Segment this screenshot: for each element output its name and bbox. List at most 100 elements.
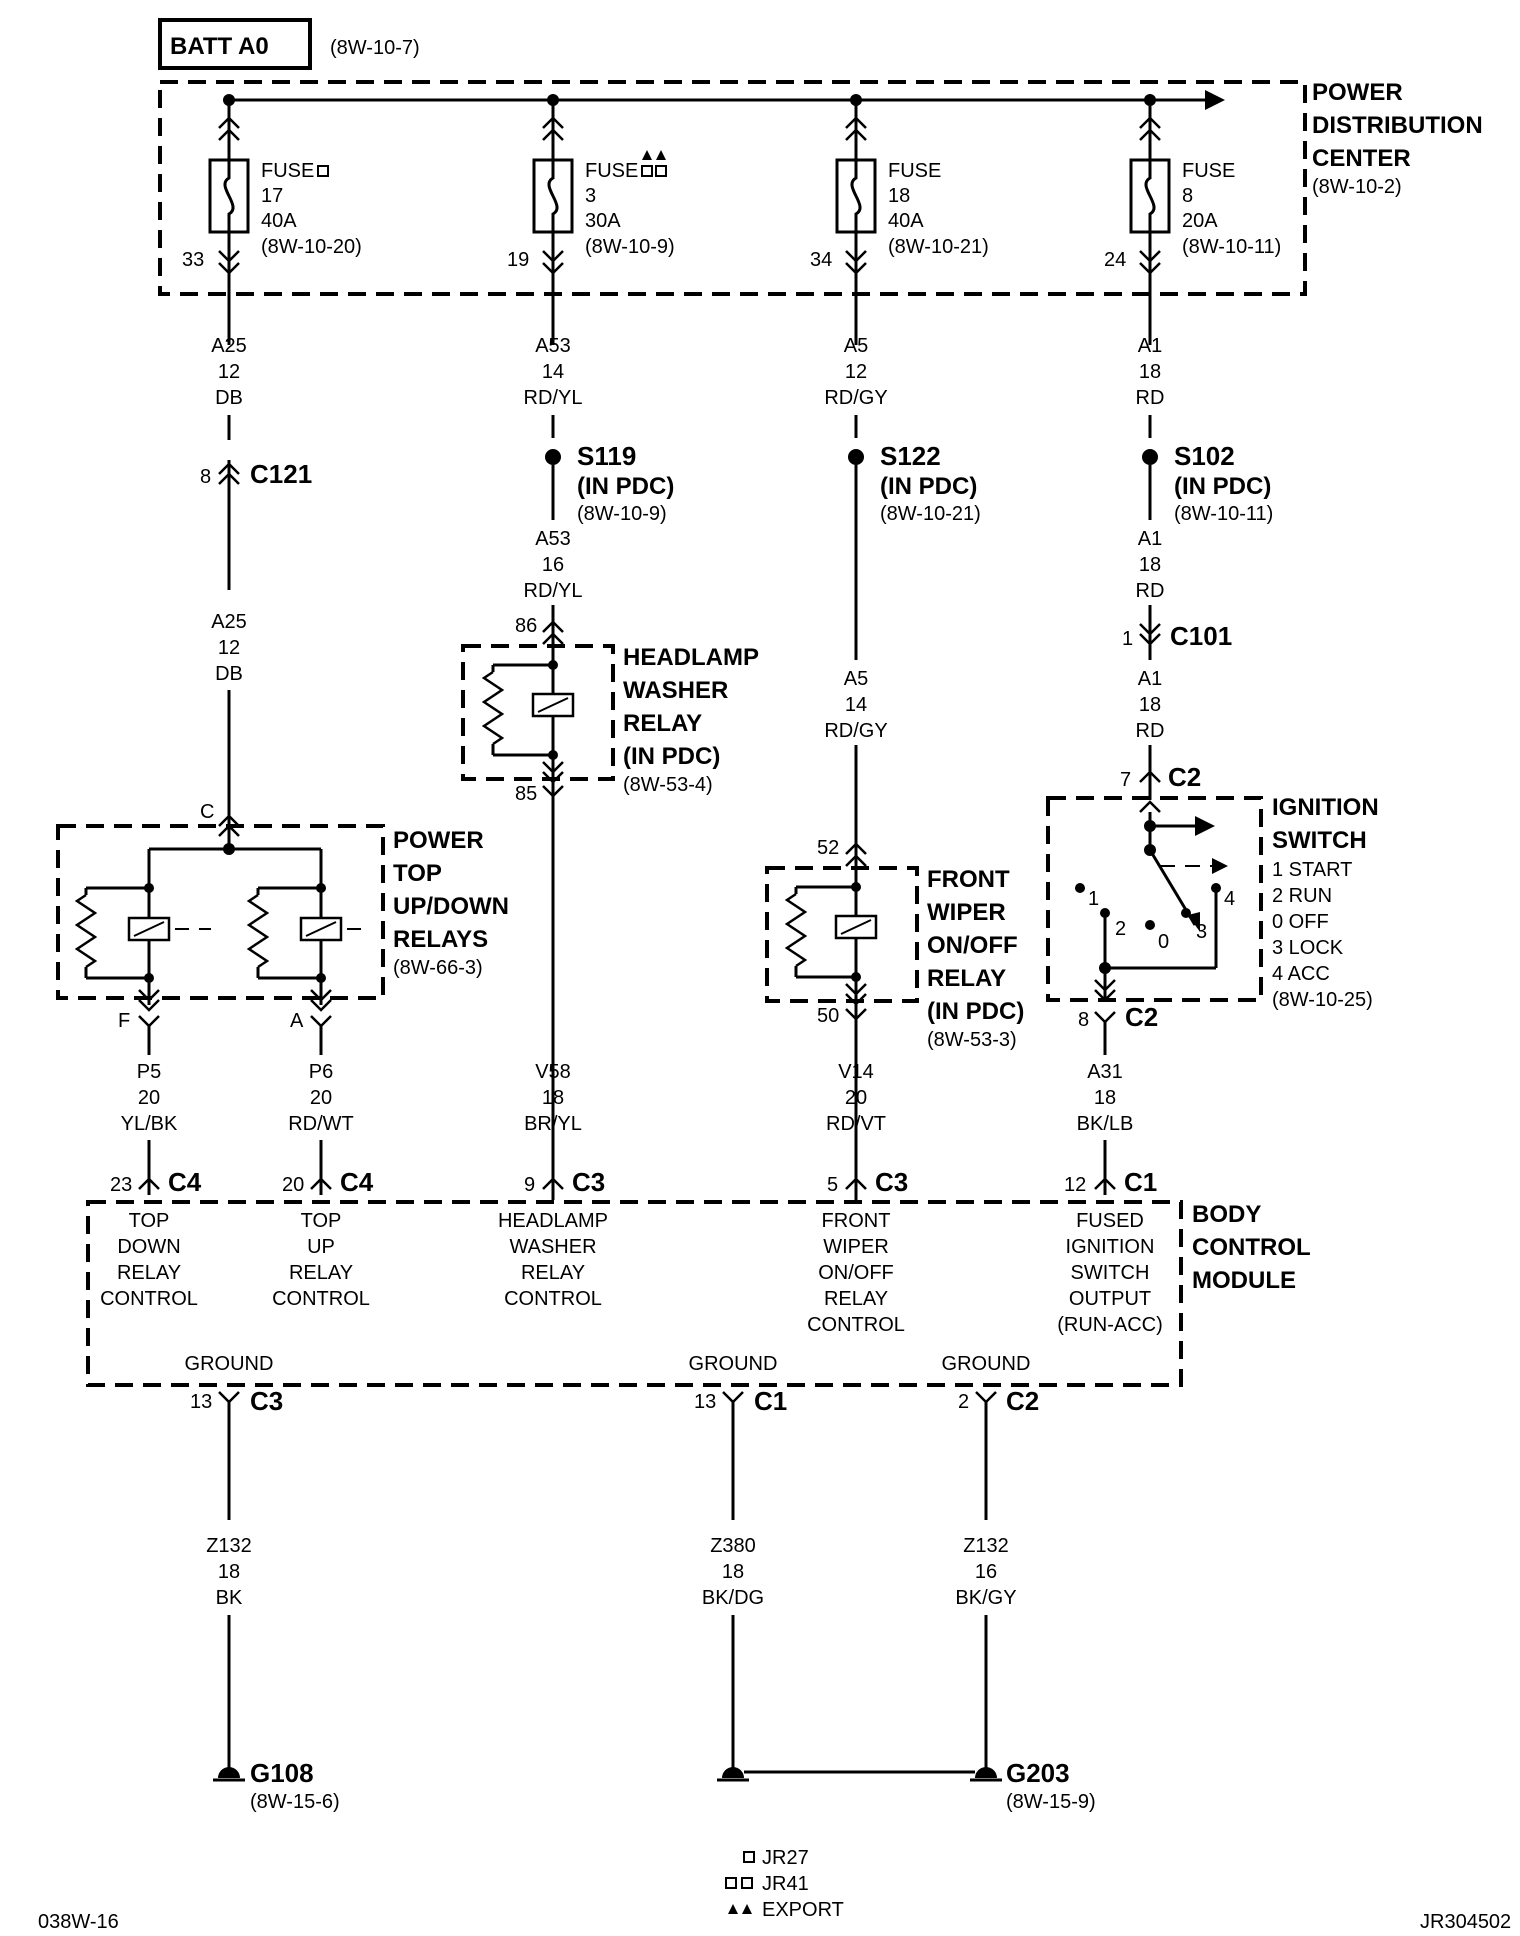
svg-text:5: 5 (827, 1174, 838, 1196)
hl-relay-pin-in: 86 (515, 615, 537, 637)
splice-s102-ref: (8W-10-11) (1174, 503, 1273, 525)
jr41-marker-icon (641, 165, 653, 177)
ign-conn-out: C2 (1125, 1002, 1158, 1032)
hl-relay-ref: (8W-53-4) (623, 774, 713, 796)
hl-relay-title-1: HEADLAMP (623, 644, 759, 671)
wire-p6-gauge: 20 (310, 1087, 332, 1109)
ground-g203-name: G203 (1006, 1758, 1070, 1788)
svg-text:12: 12 (1064, 1174, 1086, 1196)
svg-text:C3: C3 (250, 1386, 283, 1416)
footer-left: 038W-16 (38, 1911, 119, 1933)
ground-g108-name: G108 (250, 1758, 314, 1788)
svg-text:CONTROL: CONTROL (807, 1314, 905, 1336)
bcm-input-top-down: TOP DOWN RELAY CONTROL (100, 1210, 198, 1310)
svg-text:DOWN: DOWN (117, 1236, 180, 1258)
jr41-marker-icon-2 (655, 165, 667, 177)
fuse18-cavity: 34 (810, 249, 832, 271)
fw-relay-title-2: WIPER (927, 899, 1006, 926)
wire-v58-gauge: 18 (542, 1087, 564, 1109)
wire-z132b-gauge: 16 (975, 1561, 997, 1583)
bcm-ground-3-label: GROUND (942, 1353, 1031, 1375)
pt-relay-pin-a: A (290, 1010, 304, 1032)
wire-z132a-code: Z132 (206, 1535, 252, 1557)
ign-pos-run: 2 RUN (1272, 885, 1332, 907)
pdc-title-3: CENTER (1312, 145, 1411, 172)
wire-a25-gauge: 12 (218, 361, 240, 383)
wire-z380-gauge: 18 (722, 1561, 744, 1583)
batt-label: BATT A0 (170, 33, 269, 60)
fuse8-ref: (8W-10-11) (1182, 236, 1281, 258)
wire-a5-color: RD/GY (824, 387, 887, 409)
wire-a31-gauge: 18 (1094, 1087, 1116, 1109)
wire-a5b-code: A5 (844, 668, 868, 690)
start-arrow-icon (1195, 816, 1215, 836)
ground-connector-c2: 2 C2 (958, 1386, 1039, 1416)
ignition-switch-box (1046, 796, 1263, 1002)
fuse17-num: 17 (261, 185, 283, 207)
ign-ref: (8W-10-25) (1272, 989, 1373, 1011)
legend-jr41: JR41 (762, 1873, 809, 1895)
wire-a25b-code: A25 (211, 611, 247, 633)
ign-pos-0: 0 (1158, 931, 1169, 953)
fw-relay-title-3: ON/OFF (927, 932, 1018, 959)
ign-pos-start: 1 START (1272, 859, 1352, 881)
wire-a53-gauge: 14 (542, 361, 564, 383)
fuse8-cavity: 24 (1104, 249, 1126, 271)
svg-text:ON/OFF: ON/OFF (818, 1262, 894, 1284)
wire-a31-color: BK/LB (1077, 1113, 1134, 1135)
svg-text:TOP: TOP (301, 1210, 342, 1232)
pt-relay-pin-c: C (200, 801, 214, 823)
wire-a25b-color: DB (215, 663, 243, 685)
svg-text:FRONT: FRONT (822, 1210, 891, 1232)
wire-a1c-color: RD (1136, 720, 1165, 742)
pdc-title-1: POWER (1312, 79, 1403, 106)
svg-text:WIPER: WIPER (823, 1236, 889, 1258)
bcm-input-top-up: TOP UP RELAY CONTROL (272, 1210, 370, 1310)
svg-text:9: 9 (524, 1174, 535, 1196)
export-marker-icon-2 (656, 150, 666, 160)
acc-arrow-icon (1212, 858, 1228, 874)
wire-a1c-code: A1 (1138, 668, 1162, 690)
ign-conn-in: C2 (1168, 762, 1201, 792)
hl-relay-pin-out: 85 (515, 783, 537, 805)
svg-text:C3: C3 (875, 1167, 908, 1197)
wire-a53b-code: A53 (535, 528, 571, 550)
splice-s119-sub: (IN PDC) (577, 473, 674, 500)
bcm-connector-c4-20: 20 C4 (282, 1167, 374, 1197)
bcm-input-front-wiper: FRONT WIPER ON/OFF RELAY CONTROL (807, 1210, 905, 1336)
wire-p6-color: RD/WT (288, 1113, 354, 1135)
fuse-column-18 (835, 94, 877, 345)
top-up-relay (247, 883, 361, 1012)
svg-text:RELAY: RELAY (824, 1288, 888, 1310)
ground-connector-c1: 13 C1 (694, 1386, 787, 1416)
wire-z132a-gauge: 18 (218, 1561, 240, 1583)
wire-a25b-gauge: 12 (218, 637, 240, 659)
bcm-input-fused-ignition: FUSED IGNITION SWITCH OUTPUT (RUN-ACC) (1057, 1210, 1163, 1336)
wire-p5-code: P5 (137, 1061, 161, 1083)
wire-z380-color: BK/DG (702, 1587, 764, 1609)
svg-text:C4: C4 (340, 1167, 374, 1197)
ign-title-2: SWITCH (1272, 827, 1367, 854)
fuse17-cavity: 33 (182, 249, 204, 271)
ign-pos-1: 1 (1088, 888, 1099, 910)
fw-relay-title-4: RELAY (927, 965, 1006, 992)
splice-s122-sub: (IN PDC) (880, 473, 977, 500)
legend: JR27 JR41 EXPORT (725, 1847, 844, 1921)
ign-pos-2: 2 (1115, 918, 1126, 940)
svg-text:(RUN-ACC): (RUN-ACC) (1057, 1314, 1163, 1336)
wire-a1b-gauge: 18 (1139, 554, 1161, 576)
top-down-relay (75, 883, 211, 1012)
wire-a25-color: DB (215, 387, 243, 409)
splice-s122-ref: (8W-10-21) (880, 503, 981, 525)
jr27-marker-icon (317, 165, 329, 177)
svg-text:CONTROL: CONTROL (504, 1288, 602, 1310)
hl-relay-title-3: RELAY (623, 710, 702, 737)
fuse3-num: 3 (585, 185, 596, 207)
bcm-title-3: MODULE (1192, 1267, 1296, 1294)
legend-jr41-icon (725, 1877, 737, 1889)
bcm-title-1: BODY (1192, 1201, 1261, 1228)
svg-text:C4: C4 (168, 1167, 202, 1197)
wire-a1-code: A1 (1138, 335, 1162, 357)
pt-relays-title-4: RELAYS (393, 926, 488, 953)
svg-text:23: 23 (110, 1174, 132, 1196)
